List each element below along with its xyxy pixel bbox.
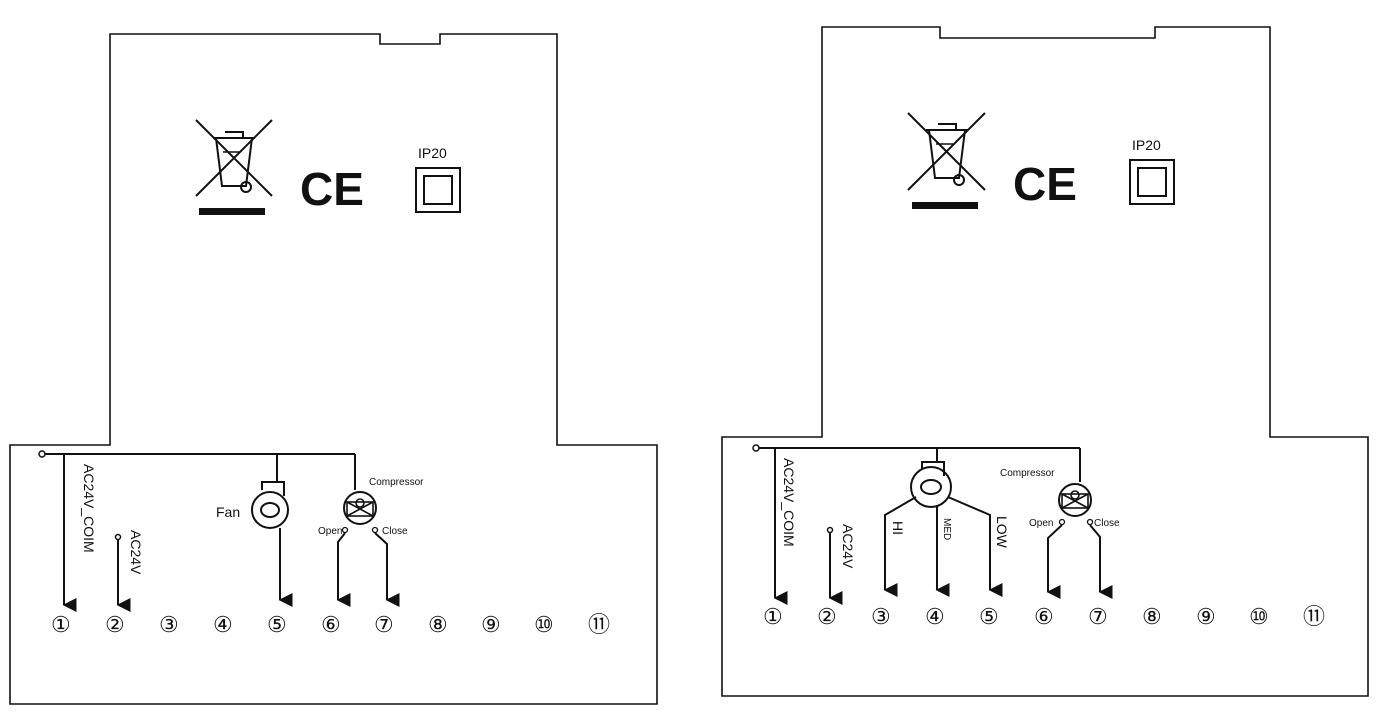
terminal-3: ③ — [871, 604, 891, 629]
right-ac24v-label: AC24V — [840, 524, 856, 569]
terminal-5: ⑤ — [979, 604, 999, 629]
right-terminal-row: ① ② ③ ④ ⑤ ⑥ ⑦ ⑧ ⑨ ⑩ ⑪ — [763, 604, 1325, 629]
open-wire — [336, 532, 351, 607]
ce-mark-text: CE — [300, 163, 364, 215]
right-wiring-panel: CE IP20 AC24V_COIM AC24V HI MED LOW — [721, 26, 1369, 697]
weee-crossed-bin-icon — [907, 112, 986, 209]
close-wire — [1089, 524, 1113, 599]
terminal-7: ⑦ — [374, 612, 394, 637]
terminal-11: ⑪ — [1303, 604, 1325, 629]
right-ac24v-com-label: AC24V_COIM — [781, 458, 797, 547]
ce-mark-icon: CE — [300, 163, 364, 215]
compressor-label: Compressor — [1000, 468, 1055, 479]
terminal-8: ⑧ — [428, 612, 448, 637]
terminal-7: ⑦ — [1088, 604, 1108, 629]
terminal-6: ⑥ — [321, 612, 341, 637]
terminal-1: ① — [51, 612, 71, 637]
blower-fan-icon — [910, 461, 952, 508]
left-ac24v-label: AC24V — [128, 530, 144, 575]
terminal-2: ② — [105, 612, 125, 637]
right-enclosure-outline — [721, 26, 1369, 697]
terminal-11: ⑪ — [588, 612, 610, 637]
low-wire — [947, 496, 1003, 597]
terminal-10: ⑩ — [1249, 604, 1269, 629]
terminal-1: ① — [763, 604, 783, 629]
ce-mark-text: CE — [1013, 158, 1077, 210]
bus-start-dot — [38, 450, 46, 458]
close-label: Close — [1094, 518, 1120, 529]
fan-label: Fan — [216, 504, 240, 520]
ac24v-dot — [114, 533, 122, 541]
compressor-label: Compressor — [369, 477, 424, 488]
ac24v-dot — [826, 526, 834, 534]
terminal-3: ③ — [159, 612, 179, 637]
ce-mark-icon: CE — [1013, 158, 1077, 210]
valve-motor-icon — [1058, 483, 1092, 517]
close-label: Close — [382, 526, 408, 537]
low-label: LOW — [994, 516, 1010, 549]
hi-wire — [883, 496, 917, 597]
left-enclosure-outline — [9, 33, 658, 705]
open-label: Open — [1029, 518, 1053, 529]
terminal-9: ⑨ — [481, 612, 501, 637]
left-wiring-panel: CE IP20 AC24V_COIM AC24V Fan Compressor — [9, 33, 658, 705]
terminal-9: ⑨ — [1196, 604, 1216, 629]
terminal-10: ⑩ — [534, 612, 554, 637]
valve-motor-icon — [343, 491, 377, 525]
terminal-8: ⑧ — [1142, 604, 1162, 629]
terminal-4: ④ — [213, 612, 233, 637]
ip20-square-icon — [415, 167, 461, 213]
med-label: MED — [941, 518, 952, 540]
open-label: Open — [318, 526, 342, 537]
terminal-4: ④ — [925, 604, 945, 629]
weee-crossed-bin-icon — [195, 119, 273, 215]
left-terminal-row: ① ② ③ ④ ⑤ ⑥ ⑦ ⑧ ⑨ ⑩ ⑪ — [51, 612, 610, 637]
hi-label: HI — [890, 521, 906, 535]
open-wire — [1046, 524, 1063, 599]
left-ac24v-com-label: AC24V_COIM — [81, 464, 97, 553]
ip-rating-label: IP20 — [418, 145, 447, 161]
terminal-2: ② — [817, 604, 837, 629]
terminal-5: ⑤ — [267, 612, 287, 637]
ip20-square-icon — [1129, 159, 1175, 205]
ip-rating-label: IP20 — [1132, 137, 1161, 153]
blower-fan-icon — [251, 481, 289, 529]
close-wire — [374, 532, 400, 607]
bus-start-dot — [752, 444, 760, 452]
terminal-6: ⑥ — [1034, 604, 1054, 629]
